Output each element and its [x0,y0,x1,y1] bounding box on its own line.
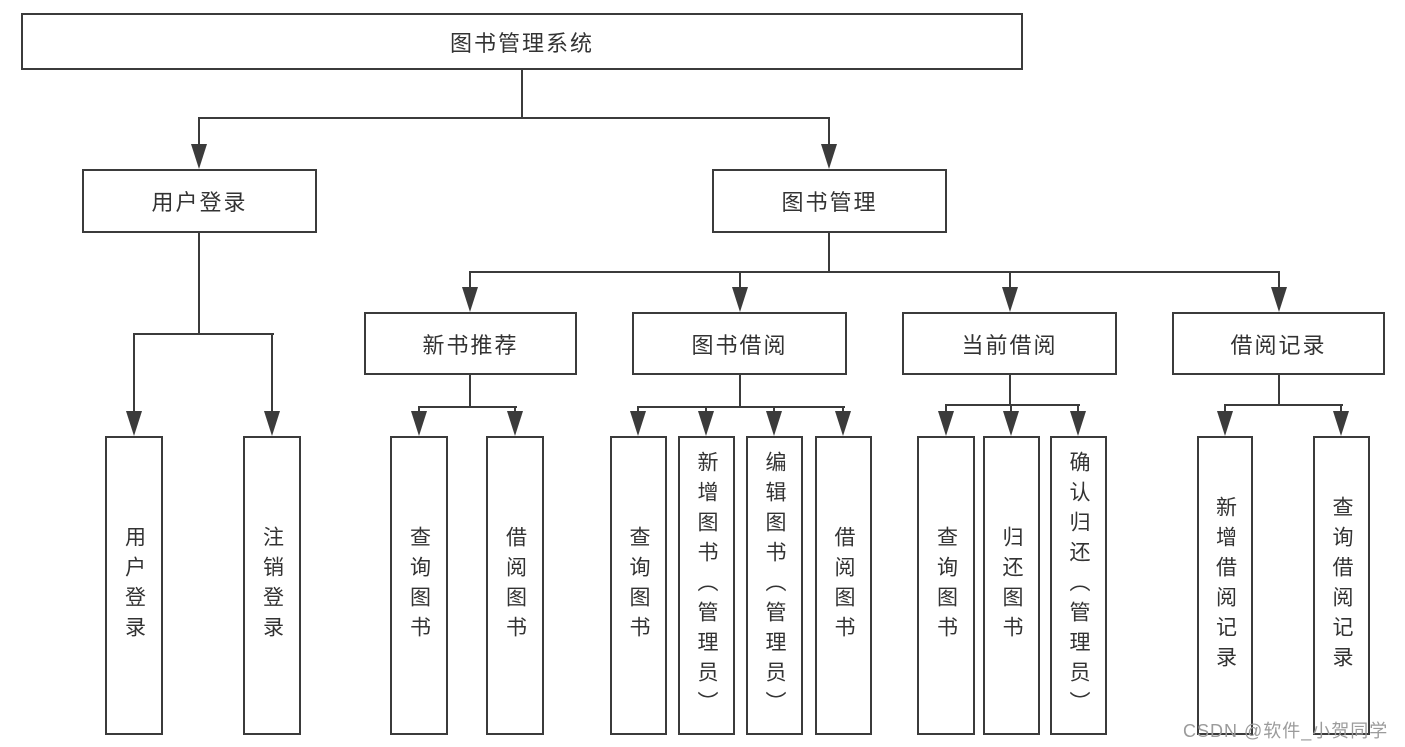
connector-line [828,233,830,273]
arrow-down-icon [835,411,851,436]
leaf-query-books-borrow: 查询图书 [610,436,667,735]
connector-line [1009,375,1011,406]
arrow-down-icon [938,411,954,436]
node-borrow-records: 借阅记录 [1172,312,1385,375]
node-book-management: 图书管理 [712,169,947,233]
connector-line [469,272,471,292]
node-current-borrow: 当前借阅 [902,312,1117,375]
connector-line [133,334,135,416]
arrow-down-icon [191,144,207,169]
node-user-login: 用户登录 [82,169,317,233]
leaf-confirm-return-admin: 确认归还（管理员） [1050,436,1107,735]
node-root: 图书管理系统 [21,13,1023,70]
connector-line [198,117,830,119]
connector-line [469,271,1280,273]
connector-line [198,233,200,335]
arrow-down-icon [630,411,646,436]
arrow-down-icon [411,411,427,436]
connector-line [198,118,200,152]
connector-line [828,118,830,152]
arrow-down-icon [1003,411,1019,436]
leaf-add-borrow-record: 新增借阅记录 [1197,436,1253,735]
leaf-user-login: 用户登录 [105,436,163,735]
arrow-down-icon [1070,411,1086,436]
arrow-down-icon [264,411,280,436]
leaf-edit-book-admin: 编辑图书（管理员） [746,436,803,735]
connector-line [271,334,273,416]
arrow-down-icon [126,411,142,436]
node-book-borrow: 图书借阅 [632,312,847,375]
leaf-return-book: 归还图书 [983,436,1040,735]
arrow-down-icon [1271,287,1287,312]
arrow-down-icon [462,287,478,312]
connector-line [1009,272,1011,292]
connector-line [1224,404,1343,406]
watermark: CSDN @软件_小贺同学 [1183,721,1389,741]
arrow-down-icon [732,287,748,312]
arrow-down-icon [507,411,523,436]
connector-line [1278,272,1280,292]
connector-line [418,406,517,408]
leaf-query-borrow-record: 查询借阅记录 [1313,436,1370,735]
connector-line [521,70,523,119]
connector-line [637,406,845,408]
arrow-down-icon [698,411,714,436]
arrow-down-icon [766,411,782,436]
connector-line [469,375,471,408]
connector-line [133,333,274,335]
connector-line [1278,375,1280,406]
node-new-book-recommend: 新书推荐 [364,312,577,375]
leaf-query-books-current: 查询图书 [917,436,975,735]
leaf-borrow-books-recommend: 借阅图书 [486,436,544,735]
leaf-borrow-books: 借阅图书 [815,436,872,735]
arrow-down-icon [821,144,837,169]
leaf-add-book-admin: 新增图书（管理员） [678,436,735,735]
connector-line [739,272,741,292]
leaf-query-books-recommend: 查询图书 [390,436,448,735]
leaf-logout: 注销登录 [243,436,301,735]
connector-line [739,375,741,408]
arrow-down-icon [1333,411,1349,436]
arrow-down-icon [1217,411,1233,436]
arrow-down-icon [1002,287,1018,312]
connector-line [945,404,1080,406]
